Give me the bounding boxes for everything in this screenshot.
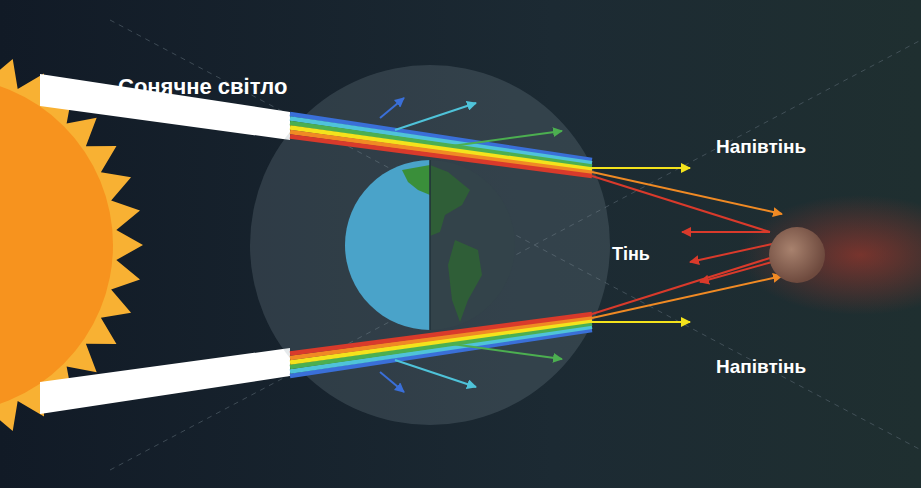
- color-band: [290, 123, 592, 166]
- color-band: [290, 132, 592, 173]
- light-arrow: [592, 276, 782, 318]
- color-band: [290, 317, 592, 358]
- light-arrow: [380, 98, 404, 118]
- sun-disc: [0, 77, 113, 413]
- color-band: [290, 314, 592, 354]
- moon-glow: [740, 195, 921, 315]
- light-arrow: [682, 231, 770, 233]
- light-arrow: [592, 172, 782, 214]
- light-arrow: [590, 167, 690, 169]
- light-arrow: [395, 103, 476, 130]
- light-arrow: [380, 372, 404, 392]
- label: Сонячне світло: [118, 74, 287, 100]
- guide-lines: [110, 20, 921, 470]
- color-band: [290, 324, 592, 367]
- light-arrow: [700, 262, 772, 282]
- light-arrow: [590, 321, 690, 323]
- color-band: [290, 128, 592, 170]
- light-arrow: [452, 131, 562, 146]
- light-arrow: [395, 360, 476, 387]
- atmosphere: [250, 65, 610, 425]
- light-arrow: [452, 344, 562, 359]
- color-band: [290, 320, 592, 362]
- light-arrow: [592, 176, 770, 232]
- earth-day-side: [345, 160, 430, 330]
- terminator: [429, 160, 431, 330]
- color-band: [290, 137, 592, 177]
- label: Тінь: [612, 244, 650, 265]
- label: Напівтінь: [716, 136, 806, 158]
- label: Напівтінь: [716, 356, 806, 378]
- light-beam: [40, 74, 290, 140]
- earth-night-side: [430, 160, 515, 330]
- light-arrow: [592, 258, 770, 314]
- refracted-bands: [290, 114, 592, 376]
- moon: [769, 227, 825, 283]
- continent: [448, 240, 482, 322]
- light-beam: [40, 348, 290, 414]
- light-arrow: [690, 244, 772, 262]
- continent: [430, 165, 470, 236]
- continent: [402, 165, 430, 195]
